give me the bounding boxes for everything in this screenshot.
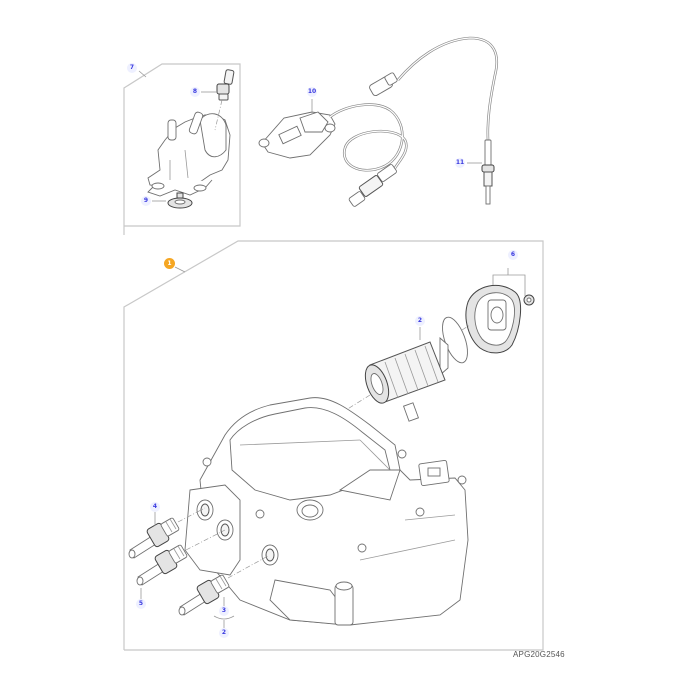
pump-module-body <box>184 397 469 626</box>
callout-2-seal[interactable]: 2 <box>219 628 229 638</box>
nox-sensor-10 <box>258 103 408 207</box>
callout-7[interactable]: 7 <box>127 63 137 73</box>
callout-6[interactable]: 6 <box>508 250 518 260</box>
callout-11[interactable]: 11 <box>455 158 465 168</box>
leader-7 <box>138 70 147 78</box>
connector-fitting-5 <box>136 544 188 586</box>
sensor-fitting-8 <box>216 69 235 101</box>
callout-2-filter[interactable]: 2 <box>415 316 425 326</box>
seal-2-bracket <box>213 615 235 620</box>
drawing-code: APG20G2546 <box>513 650 565 659</box>
callout-4[interactable]: 4 <box>150 502 160 512</box>
callout-8[interactable]: 8 <box>190 87 200 97</box>
group-1-frame <box>123 240 544 651</box>
temperature-probe-11 <box>369 36 499 205</box>
heater-valve-body <box>147 111 231 197</box>
gasket-9 <box>167 192 193 209</box>
callout-10[interactable]: 10 <box>307 87 317 97</box>
connector-fitting-4 <box>128 517 180 559</box>
filter-cap-6 <box>465 284 535 354</box>
callout-3[interactable]: 3 <box>219 606 229 616</box>
group-7-frame <box>123 63 241 235</box>
callout-1-main-assembly[interactable]: 1 <box>164 258 175 269</box>
leader-1 <box>174 266 186 273</box>
filter-element-2 <box>364 316 468 404</box>
connector-fitting-3 <box>178 574 230 616</box>
callout-9[interactable]: 9 <box>141 196 151 206</box>
callout-5[interactable]: 5 <box>136 599 146 609</box>
leader-6 <box>492 268 526 296</box>
